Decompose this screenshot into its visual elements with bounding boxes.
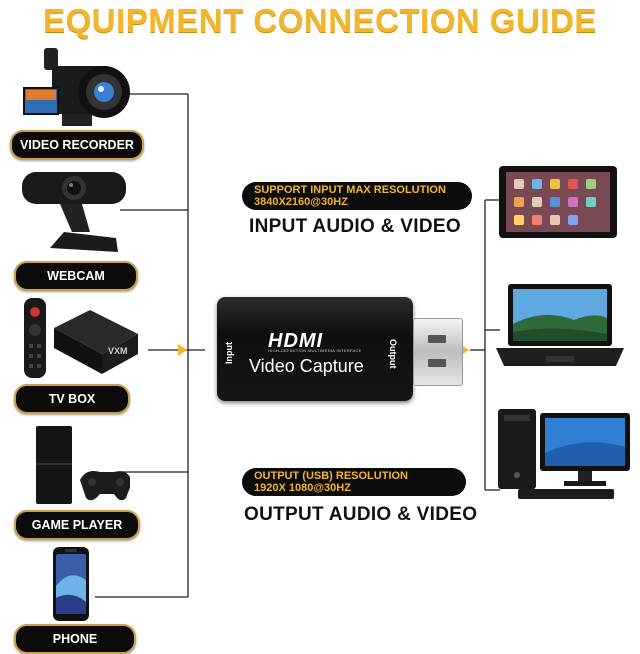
- usb-connector: [413, 318, 463, 386]
- capture-device-body: [217, 297, 413, 401]
- game-player-icon: [36, 426, 130, 504]
- output-port-label: Output: [388, 339, 398, 369]
- laptop-icon: [496, 284, 624, 366]
- input-port-label: Input: [224, 342, 234, 364]
- video-recorder-label: VIDEO RECORDER: [10, 130, 144, 160]
- phone-label: PHONE: [14, 624, 136, 654]
- input-spec-line1: SUPPORT INPUT MAX RESOLUTION: [254, 184, 446, 196]
- webcam-label: WEBCAM: [14, 261, 138, 291]
- game-player-label: GAME PLAYER: [14, 510, 140, 540]
- page-title: EQUIPMENT CONNECTION GUIDE: [43, 2, 597, 39]
- input-spec-badge: SUPPORT INPUT MAX RESOLUTION 3840X2160@3…: [242, 182, 472, 210]
- video-capture-label: Video Capture: [249, 356, 364, 376]
- video-recorder-icon: [23, 48, 130, 126]
- hdmi-logo: HDMI: [268, 330, 324, 352]
- phone-icon: [53, 547, 89, 621]
- input-spec-line2: 3840X2160@30HZ: [254, 196, 348, 208]
- desktop-pc-icon: [498, 409, 630, 499]
- output-spec-badge: OUTPUT (USB) RESOLUTION 1920X 1080@30HZ: [242, 468, 466, 496]
- output-spec-line2: 1920X 1080@30HZ: [254, 482, 351, 494]
- tv-box-label: TV BOX: [14, 384, 130, 414]
- output-spec-line1: OUTPUT (USB) RESOLUTION: [254, 470, 408, 482]
- webcam-icon: [22, 172, 126, 252]
- tablet-icon: [499, 166, 617, 238]
- output-arrow-icon: [460, 344, 469, 356]
- tv-box-brand: VXM: [108, 346, 128, 356]
- tv-box-icon: VXM: [24, 298, 138, 378]
- input-arrow-icon: [178, 344, 187, 356]
- output-title: OUTPUT AUDIO & VIDEO: [244, 504, 478, 525]
- input-title: INPUT AUDIO & VIDEO: [249, 216, 461, 237]
- hdmi-logo-subtext: HIGH-DEFINITION MULTIMEDIA INTERFACE: [268, 348, 362, 353]
